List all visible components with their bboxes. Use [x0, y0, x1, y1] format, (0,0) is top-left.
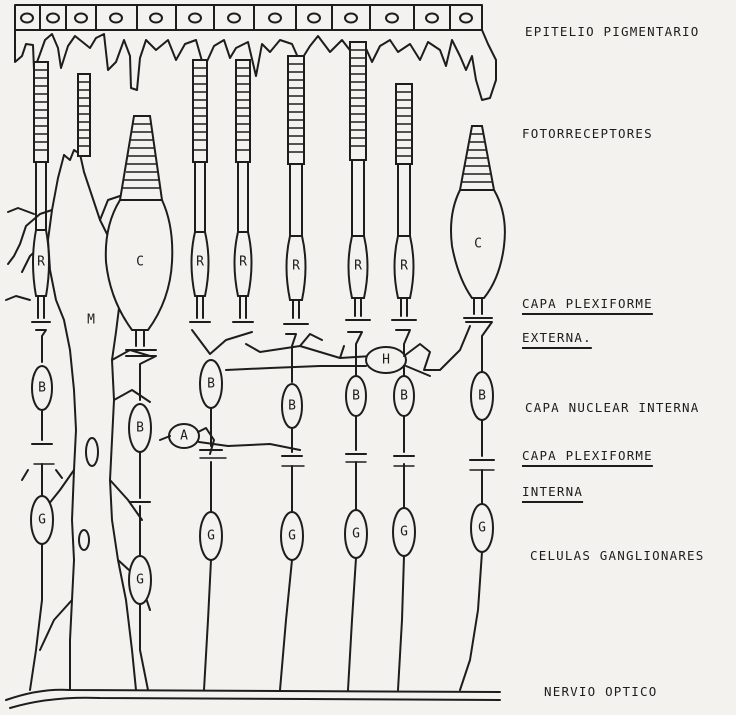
label-capa-plexiforme-externa-1: CAPA PLEXIFORME — [522, 296, 653, 311]
label-nervio-optico: NERVIO OPTICO — [544, 684, 657, 699]
label-capa-plexiforme-interna-1: CAPA PLEXIFORME — [522, 448, 653, 463]
bipolar-letter: B — [207, 377, 215, 392]
label-capa-plexiforme-interna-2: INTERNA — [522, 484, 583, 499]
epithelium-nucleus — [75, 14, 87, 23]
label-epitelio-pigmentario: EPITELIO PIGMENTARIO — [525, 24, 700, 39]
bipolar-letter: B — [478, 389, 486, 404]
amacrine-cell: A — [160, 424, 300, 454]
rod-cell: R — [32, 62, 50, 322]
bipolar-letter: B — [400, 389, 408, 404]
horizontal-letter: H — [382, 353, 390, 368]
cone-cell: C — [451, 126, 505, 318]
cone-letter: C — [474, 237, 482, 252]
synapse-line — [34, 458, 494, 470]
bipolar-cell: B — [32, 330, 52, 444]
ganglion-letter: G — [136, 573, 144, 588]
muller-vacuole — [86, 438, 98, 466]
epithelium-nucleus — [189, 14, 201, 23]
epithelium-nucleus — [228, 14, 240, 23]
label-capa-nuclear-interna: CAPA NUCLEAR INTERNA — [525, 400, 700, 415]
bipolar-letter: B — [288, 399, 296, 414]
label-celulas-ganglionares: CELULAS GANGLIONARES — [530, 548, 705, 563]
ganglion-cell: G — [393, 464, 415, 690]
epithelium-nucleus — [426, 14, 438, 23]
bipolar-cell: B — [192, 330, 252, 450]
bipolar-cell: B — [126, 356, 156, 502]
bipolar-letter: B — [136, 421, 144, 436]
glial-process — [6, 296, 30, 300]
bipolar-cell: B — [346, 332, 366, 454]
rod-letter: R — [37, 255, 45, 270]
epithelium-nucleus — [110, 14, 122, 23]
horizontal-cell: H — [226, 326, 470, 376]
rod-letter: R — [400, 259, 408, 274]
label-fotorreceptores: FOTORRECEPTORES — [522, 126, 653, 141]
rod-letter: R — [239, 255, 247, 270]
epithelium-nucleus — [345, 14, 357, 23]
ganglion-cell: G — [460, 470, 493, 690]
rod-cell: R — [233, 60, 253, 322]
cone-letter: C — [136, 255, 144, 270]
bipolar-cell: B — [282, 334, 302, 456]
rod-cell: R — [346, 42, 370, 320]
ganglion-cell: G — [22, 464, 62, 690]
epithelium-nucleus — [21, 14, 33, 23]
rod-cell: R — [392, 84, 416, 320]
rod-letter: R — [196, 255, 204, 270]
ganglion-letter: G — [352, 527, 360, 542]
label-capa-plexiforme-externa-2: EXTERNA. — [522, 330, 592, 345]
optic-nerve-fibre — [10, 698, 500, 708]
cone-cell: C — [106, 116, 173, 350]
epithelium-nucleus — [386, 14, 398, 23]
ganglion-letter: G — [478, 521, 486, 536]
muller-vacuole — [79, 530, 89, 550]
ganglion-letter: G — [207, 529, 215, 544]
rod-letter: R — [292, 259, 300, 274]
muller-letter: M — [87, 313, 95, 328]
glial-process — [8, 208, 34, 214]
bipolar-cell: B — [466, 322, 494, 460]
bipolar-letter: B — [38, 381, 46, 396]
ganglion-cell: G — [345, 462, 367, 690]
ganglion-cell: G — [200, 462, 222, 690]
epithelium-nucleus — [269, 14, 281, 23]
ganglion-letter: G — [288, 529, 296, 544]
rod-cell — [78, 74, 90, 156]
rod-cell: R — [190, 60, 210, 322]
rod-letter: R — [354, 259, 362, 274]
rod-cell: R — [284, 56, 308, 324]
epithelium-nucleus — [47, 14, 59, 23]
bipolar-letter: B — [352, 389, 360, 404]
amacrine-letter: A — [180, 429, 188, 444]
ganglion-cell: G — [280, 466, 303, 690]
epithelium-nucleus — [150, 14, 162, 23]
ganglion-letter: G — [38, 513, 46, 528]
epithelium-nucleus — [308, 14, 320, 23]
epithelium-nucleus — [460, 14, 472, 23]
ganglion-letter: G — [400, 525, 408, 540]
